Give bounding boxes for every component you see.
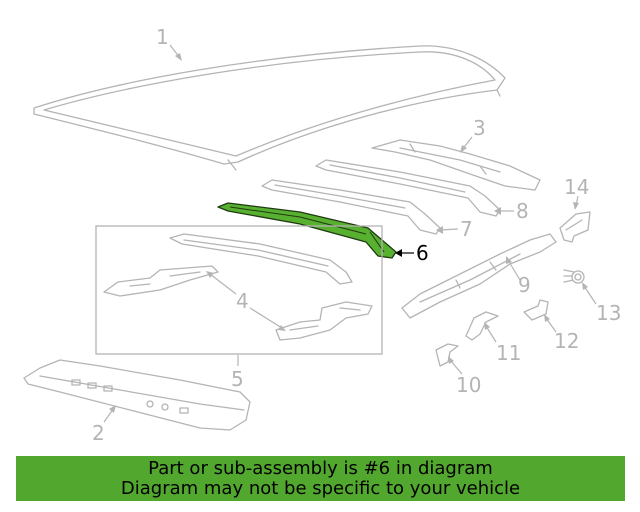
header-panel-part-3[interactable] [371, 139, 541, 191]
leader-4a [209, 273, 237, 295]
callout-13: 13 [596, 301, 621, 325]
bracket-part-11[interactable] [465, 311, 499, 341]
callout-5: 5 [231, 367, 244, 391]
leader-10 [449, 359, 463, 375]
callout-14: 14 [564, 175, 589, 199]
callout-9: 9 [518, 273, 531, 297]
arrow-4b [278, 325, 286, 331]
arrow-7 [436, 226, 443, 234]
arrow-14 [573, 202, 579, 210]
arrow-13 [582, 282, 588, 290]
arrow-4a [206, 271, 214, 278]
sub-assembly-box-part-5[interactable] [95, 225, 383, 355]
banner-line-2: Diagram may not be specific to your vehi… [120, 477, 521, 499]
callout-11: 11 [496, 341, 521, 365]
arrow-9 [506, 256, 512, 264]
callout-10: 10 [456, 373, 481, 397]
bracket-part-14[interactable] [559, 211, 591, 243]
callout-6: 6 [416, 241, 429, 265]
callout-3: 3 [473, 116, 486, 140]
arrow-6 [395, 249, 402, 257]
leader-13 [583, 285, 597, 305]
bolt-part-13[interactable] [563, 269, 585, 284]
leader-11 [485, 325, 497, 343]
leader-9 [507, 259, 521, 281]
arrow-11 [484, 322, 490, 330]
callout-1: 1 [156, 25, 169, 49]
arrow-1 [175, 53, 182, 61]
banner-line-1: Part or sub-assembly is #6 in diagram [148, 457, 493, 479]
clip-part-12[interactable] [523, 299, 549, 321]
arrow-2 [109, 405, 116, 413]
roof-panel-part-1[interactable] [33, 45, 506, 171]
leader-4b [249, 307, 283, 329]
sub-assembly-contents [103, 233, 373, 341]
callout-8: 8 [516, 199, 529, 223]
arrow-12 [544, 314, 550, 322]
callout-7: 7 [460, 217, 473, 241]
arrow-8 [494, 207, 501, 215]
bracket-part-10[interactable] [435, 343, 459, 367]
callout-2: 2 [92, 421, 105, 445]
arrow-3 [460, 145, 467, 153]
callout-4: 4 [236, 289, 249, 313]
side-rail-part-9[interactable] [401, 233, 557, 319]
arrow-10 [448, 356, 454, 364]
rear-header-part-2[interactable] [23, 359, 251, 431]
callout-12: 12 [554, 329, 579, 353]
info-banner: Part or sub-assembly is #6 in diagram Di… [16, 456, 625, 501]
parts-diagram: 1 3 8 7 6 5 4 [23, 25, 621, 445]
